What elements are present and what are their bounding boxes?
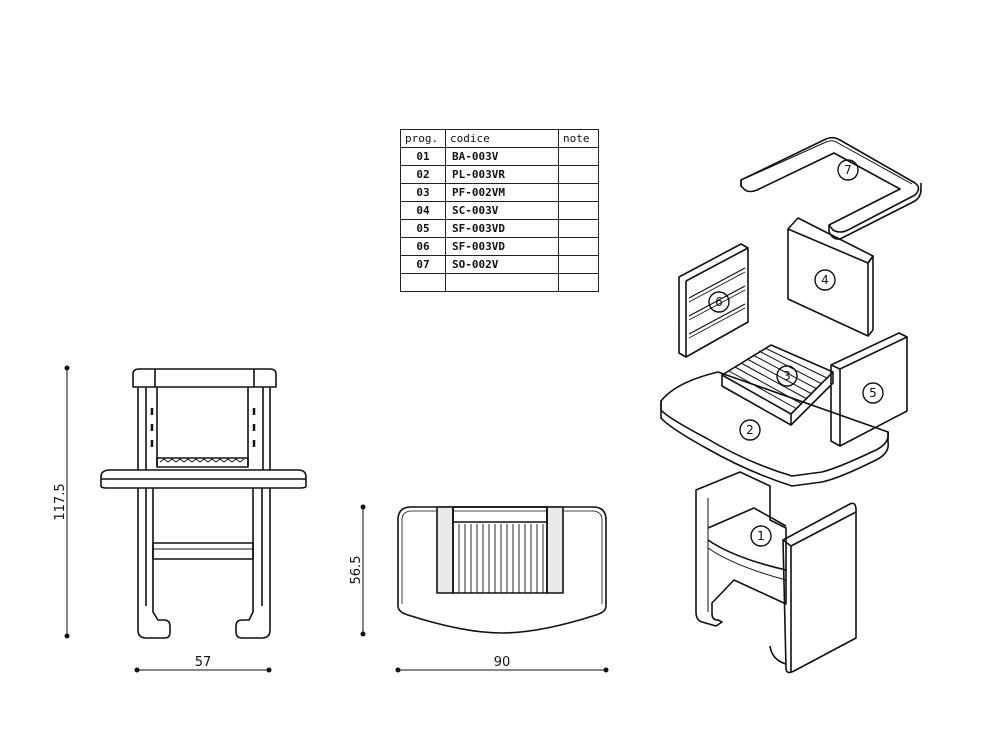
codice-cell: PL-003VR bbox=[445, 165, 559, 184]
codice-cell: PF-002VM bbox=[445, 183, 559, 202]
table-row bbox=[400, 273, 599, 292]
front-view bbox=[100, 368, 307, 639]
dim-top-depth: 56.5 bbox=[349, 556, 364, 585]
dim-side-height: 117.5 bbox=[53, 483, 68, 520]
part-4-block bbox=[787, 217, 874, 337]
balloon-label-3: 3 bbox=[783, 369, 791, 383]
part-5-side bbox=[830, 332, 908, 447]
balloon-label-6: 6 bbox=[715, 295, 723, 309]
codice-cell: BA-003V bbox=[445, 147, 559, 166]
balloon-label-2: 2 bbox=[746, 423, 754, 437]
balloon-label-5: 5 bbox=[869, 386, 877, 400]
part-3-ribbed bbox=[721, 344, 834, 426]
dim-top-width: 90 bbox=[494, 655, 511, 670]
note-cell bbox=[558, 273, 599, 292]
dim-side-width: 57 bbox=[195, 655, 212, 670]
part-6-side bbox=[678, 243, 749, 358]
dimension-ends bbox=[64, 365, 609, 673]
part-7-frame bbox=[740, 136, 922, 240]
balloon-label-7: 7 bbox=[844, 163, 852, 177]
balloon-label-4: 4 bbox=[821, 273, 829, 287]
top-view bbox=[397, 506, 607, 634]
part-2-shelf bbox=[660, 371, 890, 487]
exploded-view bbox=[660, 136, 922, 674]
balloon-label-1: 1 bbox=[757, 529, 765, 543]
dimension-lines bbox=[66, 368, 606, 671]
part-balloons bbox=[708, 159, 884, 547]
part-1-base bbox=[695, 471, 857, 674]
